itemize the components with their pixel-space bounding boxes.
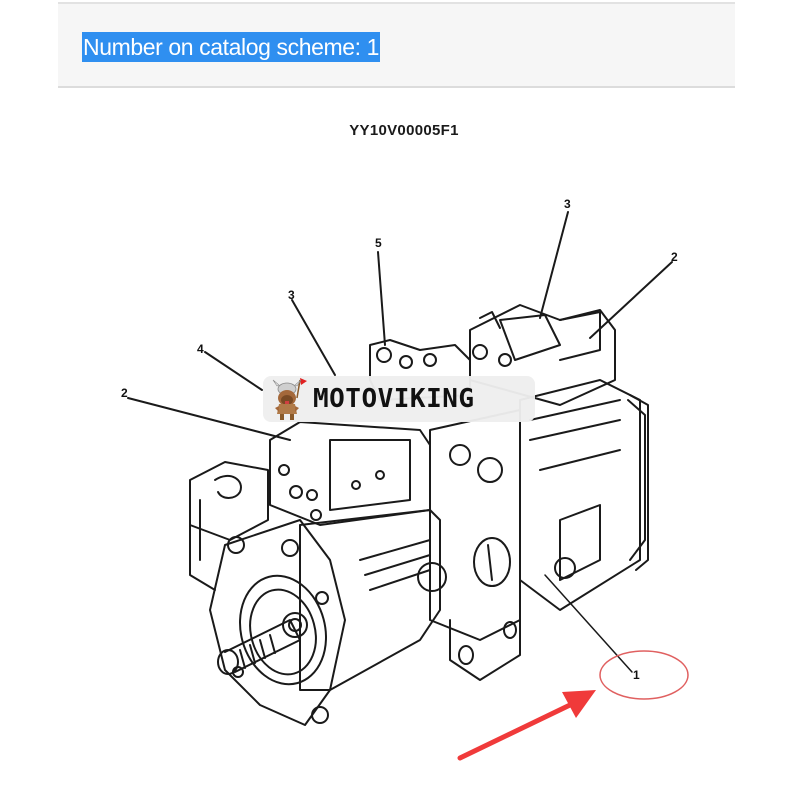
scheme-number-panel: Number on catalog scheme: 1 xyxy=(58,2,735,88)
watermark-brand-text: MOTOVIKING xyxy=(313,384,475,414)
callout-4: 4 xyxy=(197,342,204,356)
callout-3-right: 3 xyxy=(564,197,571,211)
callout-5: 5 xyxy=(375,236,382,250)
callout-2-left: 2 xyxy=(121,386,128,400)
viking-mascot-icon xyxy=(272,378,307,420)
motoviking-watermark: MOTOVIKING xyxy=(263,376,535,422)
red-arrow-icon xyxy=(457,690,596,761)
highlight-circle xyxy=(599,650,689,700)
scheme-number-label: Number on catalog scheme: 1 xyxy=(82,32,381,62)
callout-3-left: 3 xyxy=(288,288,295,302)
diagram-code: YY10V00005F1 xyxy=(349,122,459,139)
callout-2-right: 2 xyxy=(671,250,678,264)
callout-1: 1 xyxy=(633,668,640,682)
